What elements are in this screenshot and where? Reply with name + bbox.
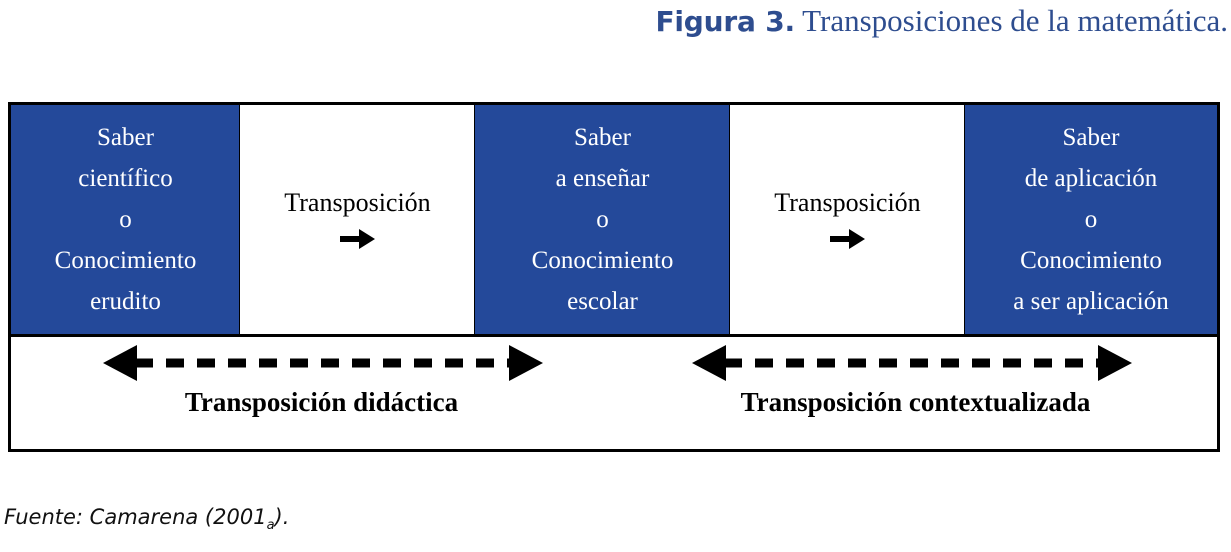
- transposition-cell-2: Transposición: [730, 102, 967, 335]
- figure-title: Figura 3. Transposiciones de la matemáti…: [0, 2, 1228, 41]
- figure-caption: Transposiciones de la matemática.: [794, 3, 1228, 38]
- diagram-bottom-row: Transposición didáctica Transposición co…: [11, 337, 1217, 449]
- transposition-cell-1: Transposición: [240, 102, 477, 335]
- segment-didactic: Transposición didáctica: [11, 337, 614, 449]
- box-line: de aplicación: [1024, 165, 1158, 192]
- source-caption: Fuente: Camarena (2001a).: [4, 505, 290, 533]
- transposition-label: Transposición: [284, 187, 431, 217]
- double-headed-dashed-arrow-icon: [691, 345, 1132, 381]
- double-headed-dashed-arrow-icon: [102, 345, 543, 381]
- segment-contextualized: Transposición contextualizada: [614, 337, 1217, 449]
- box-line: escolar: [567, 288, 638, 315]
- source-text: Fuente: Camarena (2001: [4, 505, 267, 529]
- box-line: Conocimiento: [1020, 247, 1162, 274]
- segment-label: Transposición didáctica: [184, 387, 459, 417]
- arrow-right-icon: [339, 228, 375, 249]
- source-subscript: a: [266, 518, 275, 533]
- figure-number: Figura 3.: [655, 5, 795, 38]
- transposition-diagram: Saber científico o Conocimiento erudito …: [8, 102, 1220, 452]
- box-line: científico: [78, 165, 173, 192]
- box-line: Saber: [97, 124, 154, 151]
- box-line: Conocimiento: [54, 247, 197, 274]
- transposition-label: Transposición: [774, 187, 921, 217]
- source-suffix: ).: [274, 505, 290, 529]
- knowledge-box-scientific: Saber científico o Conocimiento erudito: [11, 102, 242, 335]
- box-line: Saber: [574, 124, 631, 151]
- box-line: o: [119, 206, 132, 233]
- knowledge-box-application: Saber de aplicación o Conocimiento a ser…: [965, 105, 1217, 334]
- box-line: erudito: [90, 288, 161, 315]
- row-divider: [8, 334, 1220, 337]
- box-line: o: [1084, 206, 1098, 233]
- box-line: Saber: [1062, 124, 1120, 151]
- box-line: Conocimiento: [531, 247, 674, 274]
- segment-label: Transposición contextualizada: [740, 387, 1091, 417]
- box-line: a ser aplicación: [1013, 288, 1169, 315]
- knowledge-box-to-teach: Saber a enseñar o Conocimiento escolar: [475, 102, 732, 335]
- box-line: a enseñar: [555, 165, 650, 192]
- diagram-top-row: Saber científico o Conocimiento erudito …: [11, 102, 1217, 335]
- box-line: o: [596, 206, 609, 233]
- arrow-right-icon: [829, 228, 865, 249]
